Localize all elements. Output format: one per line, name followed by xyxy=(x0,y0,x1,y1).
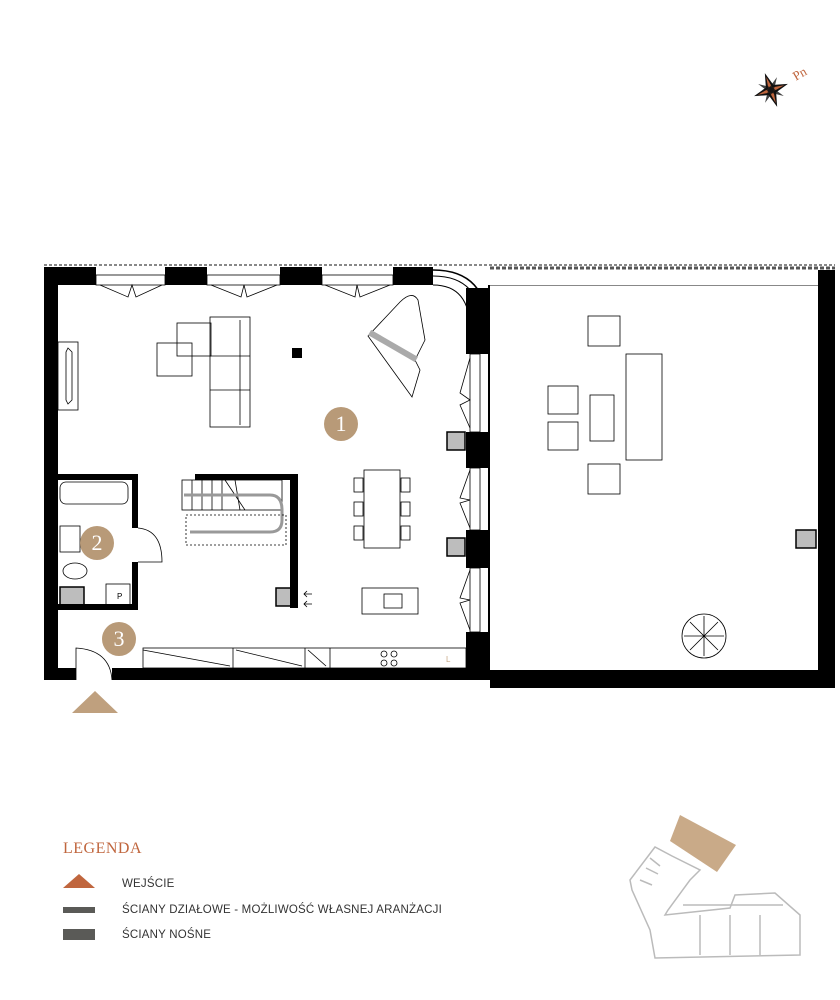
top-parapet xyxy=(44,264,835,270)
room-badge-3: 3 xyxy=(102,622,136,656)
pantry-label: P xyxy=(117,592,122,601)
key-plan xyxy=(629,846,801,959)
legend-label: ŚCIANY NOŚNE xyxy=(122,929,212,941)
legend-loadbearing-swatch xyxy=(63,929,95,940)
legend-entrance-swatch xyxy=(63,874,95,888)
entrance-triangle-icon xyxy=(72,691,118,713)
load-bearing-walls xyxy=(44,267,835,688)
structural-pillar xyxy=(292,348,302,358)
windows xyxy=(95,274,481,633)
room-badge-1: 1 xyxy=(324,407,358,441)
legend-item-load-bearing-walls: ŚCIANY NOŚNE xyxy=(63,927,211,943)
legend-item-entrance: WEJŚCIE xyxy=(63,876,175,892)
legend-label: WEJŚCIE xyxy=(122,878,175,890)
key-plan-highlight xyxy=(670,815,736,872)
room-badge-2: 2 xyxy=(80,526,114,560)
legend-label: ŚCIANY DZIAŁOWE - MOŻLIWOŚĆ WŁASNEJ ARAN… xyxy=(122,904,442,916)
curved-window xyxy=(432,269,489,331)
fridge-label: L xyxy=(446,655,451,664)
columns xyxy=(59,431,817,608)
legend-partition-swatch xyxy=(63,907,95,913)
furniture xyxy=(57,295,727,681)
partition-walls xyxy=(58,474,298,610)
legend-title: LEGENDA xyxy=(63,840,143,857)
legend-item-partition-walls: ŚCIANY DZIAŁOWE - MOŻLIWOŚĆ WŁASNEJ ARAN… xyxy=(63,902,442,918)
compass-rose-icon xyxy=(754,73,788,107)
